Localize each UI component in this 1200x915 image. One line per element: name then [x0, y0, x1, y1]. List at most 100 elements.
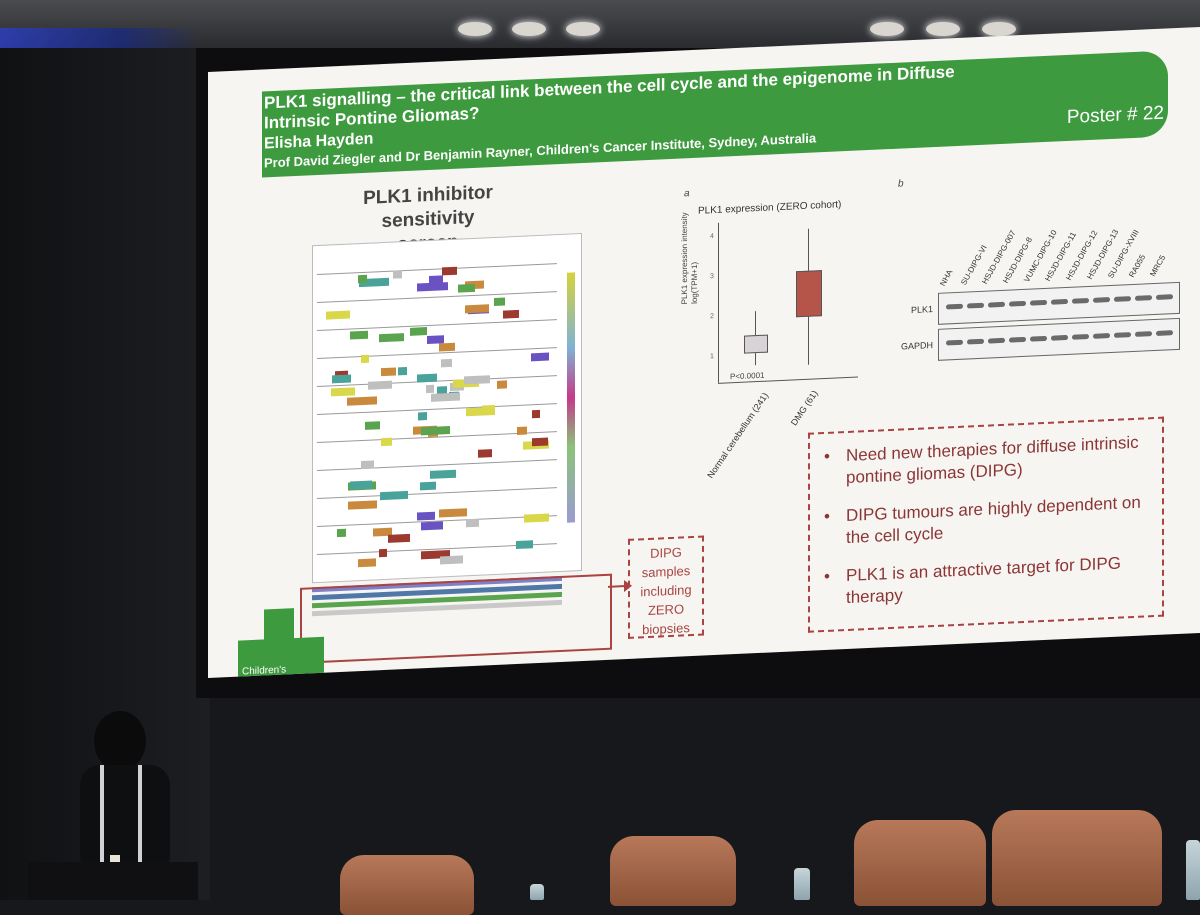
- blot-band: [946, 339, 963, 346]
- heatmap-cell: [361, 354, 369, 364]
- blot-band: [1156, 330, 1173, 336]
- audience-chair: [992, 810, 1162, 906]
- blot-band: [1051, 334, 1068, 341]
- heatmap-cell: [348, 500, 377, 510]
- heatmap-cell: [465, 304, 489, 314]
- ceiling-light: [870, 22, 904, 36]
- dipg-box-line: including: [640, 582, 692, 600]
- ceiling-light: [982, 22, 1016, 36]
- blot-band: [988, 301, 1005, 308]
- audience-chair: [340, 855, 474, 915]
- heatmap-row-divider: [317, 319, 557, 332]
- podium: [28, 862, 198, 900]
- heatmap-row-divider: [317, 291, 557, 304]
- heatmap-cell: [358, 274, 367, 284]
- heatmap-cell: [417, 373, 437, 383]
- y-tick: 1: [710, 353, 714, 361]
- boxplot-title: PLK1 expression (ZERO cohort): [698, 199, 842, 217]
- heatmap-row-divider: [317, 263, 557, 276]
- blot-lane-label: NHA: [938, 268, 955, 288]
- plk1-expression-boxplot: a PLK1 expression (ZERO cohort) PLK1 exp…: [680, 186, 874, 480]
- blot-band: [988, 337, 1005, 344]
- ceiling: [0, 0, 1200, 48]
- heatmap-cell: [532, 409, 540, 419]
- heatmap-cell: [379, 548, 387, 558]
- blot-lane-label: MRC5: [1148, 253, 1168, 278]
- heatmap-cell: [388, 533, 410, 543]
- blot-band: [1114, 332, 1131, 338]
- normal-cerebellum-box: [744, 334, 768, 354]
- heatmap-cell: [431, 392, 460, 402]
- p-value: P<0.0001: [730, 370, 765, 382]
- presenter-silhouette: [80, 711, 170, 875]
- heatmap-cell: [358, 558, 376, 568]
- ceiling-light: [458, 22, 492, 36]
- x-category-normal: Normal cerebellum (241): [705, 390, 771, 480]
- y-tick: 3: [710, 273, 714, 281]
- heatmap-cell: [439, 508, 467, 518]
- boxplot-ylabel: PLK1 expression intensity log(TPM+1): [680, 212, 700, 305]
- heatmap-cell: [398, 366, 407, 376]
- whisker: [808, 228, 809, 271]
- heatmap-cell: [337, 528, 346, 538]
- heatmap-cell: [503, 309, 519, 319]
- heatmap-cell: [379, 333, 404, 343]
- ceiling-light: [566, 22, 600, 36]
- highlight-box: [300, 573, 612, 664]
- heatmap-cell: [494, 297, 505, 307]
- blot-lane-label: RA055: [1127, 253, 1148, 279]
- bullet-point: PLK1 is an attractive target for DIPG th…: [820, 551, 1152, 610]
- heatmap-cell: [365, 421, 380, 430]
- blue-stage-light: [0, 28, 200, 48]
- heatmap-cell: [441, 358, 452, 368]
- y-tick: 2: [710, 313, 714, 321]
- panel-letter: b: [898, 178, 904, 190]
- ylabel-line: log(TPM+1): [690, 261, 699, 305]
- heatmap-cell: [368, 380, 392, 390]
- heatmap-row-divider: [317, 375, 557, 388]
- blot-band: [967, 302, 984, 309]
- heatmap-cell: [381, 367, 396, 377]
- heatmap-cell: [421, 426, 450, 436]
- blot-band: [1072, 333, 1089, 340]
- whisker: [755, 311, 756, 336]
- heatmap-cell: [347, 396, 377, 406]
- heatmap-cell: [350, 480, 372, 490]
- heatmap-cell: [426, 384, 434, 394]
- ceiling-light: [512, 22, 546, 36]
- blot-band: [1009, 300, 1026, 307]
- heatmap-cell: [361, 460, 374, 470]
- heatmap-cell: [442, 266, 457, 276]
- heatmap-cell: [418, 412, 427, 421]
- heatmap-cell: [350, 330, 368, 340]
- heatmap-cell: [517, 426, 527, 435]
- key-points-box: Need new therapies for diffuse intrinsic…: [808, 416, 1164, 633]
- y-axis: [718, 222, 719, 383]
- audience-chair: [610, 836, 736, 906]
- bullet-point: Need new therapies for diffuse intrinsic…: [820, 431, 1152, 490]
- heatmap-row-divider: [317, 347, 557, 360]
- heatmap-cell: [532, 437, 548, 447]
- blot-band: [1156, 294, 1173, 300]
- dipg-box-line: biopsies: [642, 620, 690, 638]
- heatmap-cell: [410, 327, 427, 336]
- blot-band: [1093, 297, 1110, 303]
- blot-label: GAPDH: [900, 340, 933, 352]
- blot-band: [1030, 335, 1047, 342]
- whisker: [755, 351, 756, 366]
- projected-slide: PLK1 signalling – the critical link betw…: [208, 26, 1200, 678]
- heatmap-cell: [393, 270, 402, 279]
- heatmap-cell: [326, 310, 350, 320]
- blot-band: [1114, 296, 1131, 302]
- blot-band: [1135, 331, 1152, 337]
- heatmap-cell: [458, 283, 475, 293]
- blot-band: [1051, 298, 1068, 305]
- heatmap-cell: [439, 342, 455, 352]
- heatmap-row-divider: [317, 459, 557, 472]
- heatmap-cell: [380, 490, 408, 501]
- heatmap-cell: [430, 469, 456, 479]
- blot-label: PLK1: [910, 304, 933, 316]
- blot-band: [1009, 336, 1026, 343]
- ceiling-light: [926, 22, 960, 36]
